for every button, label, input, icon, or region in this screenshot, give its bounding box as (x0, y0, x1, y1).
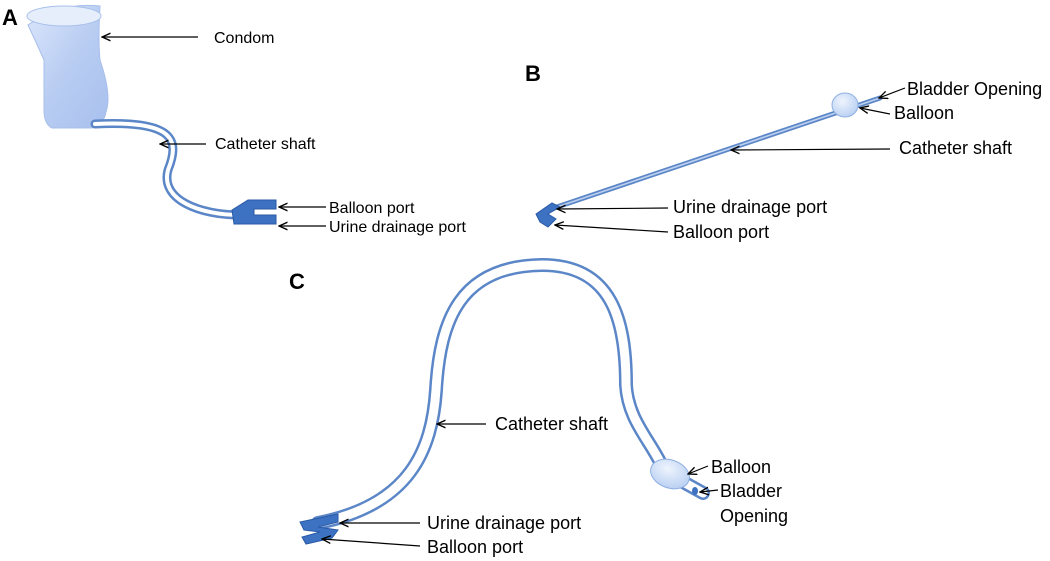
arrow-shaft-b (731, 149, 891, 150)
catheter-port-b (535, 202, 562, 228)
label-bladder-line2-c: Opening (720, 506, 788, 526)
arrow-balloon-port-b (555, 225, 669, 233)
arrow-urine-port-b (557, 208, 669, 209)
label-shaft-b: Catheter shaft (899, 138, 1012, 158)
panel-c-letter: C (289, 269, 305, 294)
label-urine-port-b: Urine drainage port (673, 197, 827, 217)
label-shaft-c: Catheter shaft (495, 414, 608, 434)
catheter-port-a (231, 199, 277, 225)
label-balloon-port-a: Balloon port (329, 200, 415, 217)
arrow-balloon-port-c (322, 539, 421, 547)
label-bladder-line1-c: Bladder (720, 481, 782, 501)
bladder-opening-hole-c (692, 487, 698, 495)
panel-b: B Bladder Opening Balloon Catheter shaft… (525, 61, 1042, 242)
label-shaft-a: Catheter shaft (215, 136, 316, 153)
arrow-balloon-b (860, 108, 891, 115)
label-balloon-port-b: Balloon port (673, 222, 769, 242)
catheter-shaft-c (311, 258, 710, 530)
arrow-balloon-c (688, 465, 709, 474)
arrow-bladder-opening-b (879, 87, 906, 98)
label-urine-port-a: Urine drainage port (329, 219, 467, 236)
label-balloon-b: Balloon (894, 103, 954, 123)
balloon-c (650, 458, 690, 490)
panel-a: A Condom Catheter shaft Balloon port Uri… (2, 4, 467, 236)
label-balloon-c: Balloon (711, 457, 771, 477)
condom-shape (27, 4, 109, 129)
arrow-bladder-opening-c (700, 490, 719, 492)
label-bladder-opening-b: Bladder Opening (907, 79, 1042, 99)
label-balloon-port-c: Balloon port (427, 537, 523, 557)
label-urine-port-c: Urine drainage port (427, 513, 581, 533)
label-condom: Condom (214, 30, 274, 47)
panel-b-letter: B (525, 61, 541, 86)
panel-a-letter: A (2, 5, 18, 30)
panel-c: C Catheter shaft Balloon Bladder Opening… (289, 258, 788, 557)
balloon-b (831, 92, 859, 118)
condom-rim (26, 5, 102, 27)
